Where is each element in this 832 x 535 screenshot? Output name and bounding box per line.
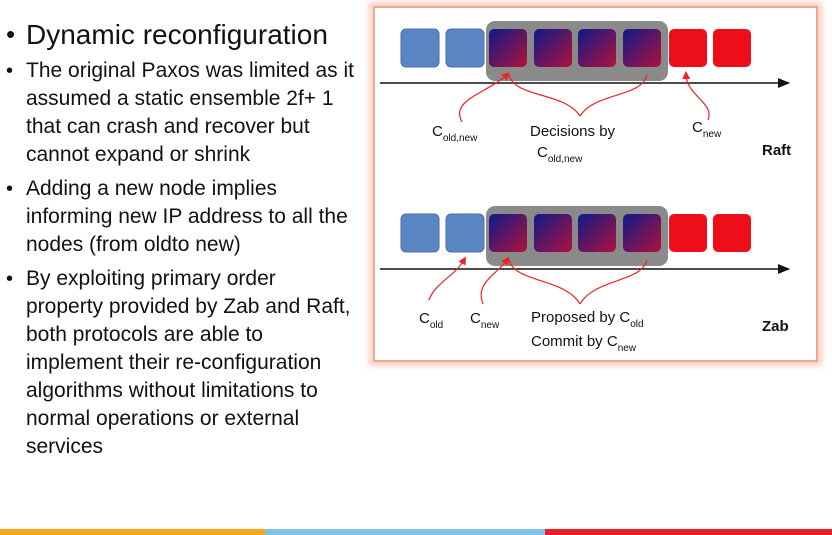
zab-protocol-label: Zab	[762, 318, 789, 335]
raft-log-entry-red	[669, 29, 707, 67]
diagram-canvas: Cold,new Decisions by Cold,new Cnew Raft…	[380, 21, 791, 354]
bullet-marker: •	[6, 178, 14, 200]
zab-arrow-proposed	[579, 259, 648, 305]
raft-log-entry-blue	[400, 28, 440, 68]
zab-proposed-label: Proposed by Cold	[531, 309, 644, 330]
zab-log-entry-blue	[445, 213, 485, 253]
bullet-marker: •	[6, 19, 16, 49]
zab-c-old-label: Cold	[419, 310, 443, 331]
raft-log-entry-red	[713, 29, 751, 67]
raft-log-entry-blue	[445, 28, 485, 68]
raft-arrow-c-new	[682, 71, 710, 121]
raft-log-entry-gradient	[578, 29, 616, 67]
bullet-text: By exploiting primary order property pro…	[26, 267, 351, 458]
bullet-original-paxos: • The original Paxos was limited as it a…	[6, 57, 354, 169]
raft-arrow-decisions	[579, 74, 648, 117]
raft-c-new-label: Cnew	[692, 119, 722, 140]
bullet-text: Adding a new node implies informing new …	[26, 177, 348, 256]
zab-log-entry-gradient	[534, 214, 572, 252]
footer-segment-blue	[265, 529, 545, 535]
raft-protocol-label: Raft	[762, 142, 791, 159]
bullet-list: • Dynamic reconfiguration • The original…	[6, 18, 354, 467]
raft-log-entry-gradient	[623, 29, 661, 67]
zab-log-entry-red	[713, 214, 751, 252]
zab-arrow-c-old	[428, 256, 466, 301]
bullet-marker: •	[6, 268, 14, 290]
raft-log-entry-gradient	[489, 29, 527, 67]
bullet-adding-node: • Adding a new node implies informing ne…	[6, 175, 354, 259]
reconfiguration-diagram: Cold,new Decisions by Cold,new Cnew Raft…	[373, 6, 818, 362]
zab-commit-label: Commit by Cnew	[531, 333, 637, 354]
raft-log-entry-gradient	[534, 29, 572, 67]
footer-segment-red	[545, 529, 832, 535]
zab-log-entry-blue	[400, 213, 440, 253]
bullet-text: The original Paxos was limited as it ass…	[26, 59, 354, 166]
raft-arrow-decisions	[508, 74, 581, 117]
footer-color-bar	[0, 529, 832, 535]
zab-log-entry-gradient	[578, 214, 616, 252]
raft-arrow-c-old-new	[459, 72, 511, 123]
zab-log-entry-gradient	[489, 214, 527, 252]
bullet-text: Dynamic reconfiguration	[26, 19, 328, 50]
raft-decisions-label: Decisions by	[530, 123, 616, 140]
raft-decisions-c-label: Cold,new	[537, 144, 583, 165]
bullet-primary-order: • By exploiting primary order property p…	[6, 265, 354, 461]
zab-c-new-label: Cnew	[470, 310, 500, 331]
footer-segment-orange	[0, 529, 265, 535]
zab-arrow-proposed	[508, 259, 581, 305]
zab-section: Cold Cnew Proposed by Cold Commit by Cne…	[380, 206, 790, 354]
bullet-dynamic-reconfiguration: • Dynamic reconfiguration	[6, 18, 354, 51]
raft-section: Cold,new Decisions by Cold,new Cnew Raft	[380, 21, 791, 165]
raft-c-old-new-label: Cold,new	[432, 123, 478, 144]
raft-committed-group	[486, 21, 668, 81]
zab-log-entry-gradient	[623, 214, 661, 252]
zab-committed-group	[486, 206, 668, 266]
bullet-marker: •	[6, 60, 14, 82]
zab-log-entry-red	[669, 214, 707, 252]
zab-arrow-c-new	[480, 256, 510, 305]
